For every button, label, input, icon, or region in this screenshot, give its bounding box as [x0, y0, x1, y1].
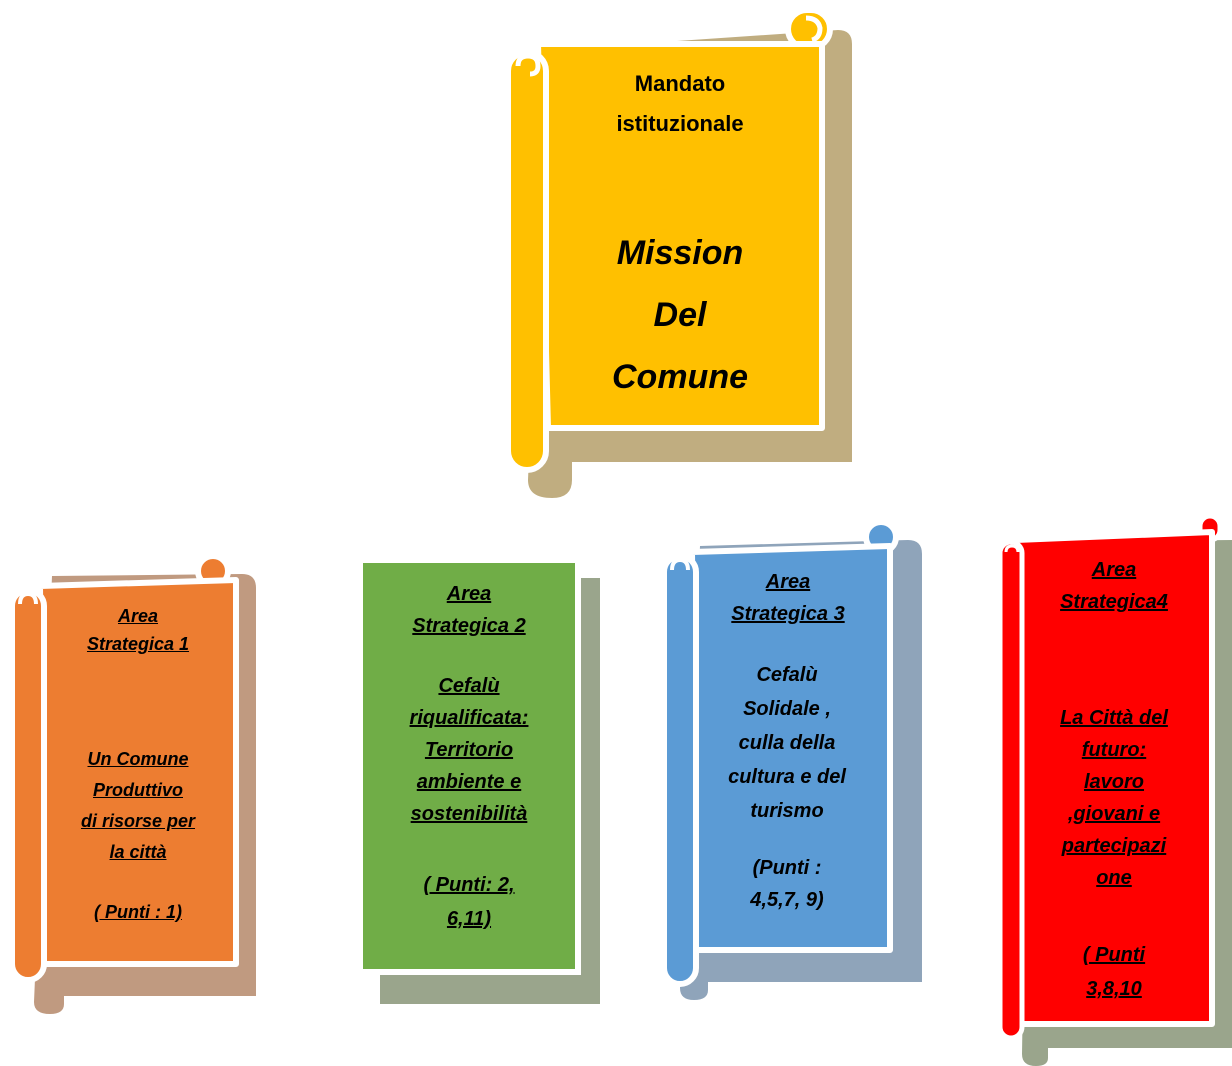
area-1-scroll [9, 553, 256, 1014]
area-2-points-line1: ( Punti: 2, [423, 874, 515, 896]
area-4-body-line1: La Città del [1060, 707, 1168, 729]
area-3-points-line2: 4,5,7, 9) [750, 889, 824, 911]
area-2-scroll-body [357, 557, 581, 975]
mission-heading-line2: istituzionale [616, 111, 744, 136]
mission-scroll-curl-right [805, 15, 823, 43]
area-2-scroll [357, 557, 600, 1004]
area-4-scroll-left-roll [997, 539, 1025, 1041]
area-4-title-line1: Area [1091, 559, 1137, 581]
area-1-points-line: ( Punti : 1) [94, 902, 182, 922]
area-1-body-line2: Produttivo [93, 780, 183, 800]
mission-scroll-left-roll [505, 49, 549, 473]
area-1-body-line4: la città [109, 842, 167, 862]
area-4-points-line2: 3,8,10 [1086, 978, 1142, 1000]
area-1-points: ( Punti : 1) [48, 898, 228, 926]
area-4-scroll-curl [1004, 544, 1020, 553]
mission-title: Mission Del Comune [560, 222, 800, 408]
mission-title-line1: Mission [616, 234, 744, 272]
area-4-points-line1: ( Punti [1082, 944, 1146, 966]
area-3-body: Cefalù Solidale , culla della cultura e … [694, 658, 880, 828]
area-4-body: La Città del futuro: lavoro ,giovani e p… [1024, 702, 1204, 894]
area-2-points-line2: 6,11) [446, 908, 492, 930]
area-4-body-line4: ,giovani e [1067, 803, 1161, 825]
area-3-body-line4: cultura e del [728, 766, 846, 788]
area-4-body-line3: lavoro [1083, 771, 1145, 793]
area-2-body: Cefalù riqualificata: Territorio ambient… [368, 670, 570, 830]
area-4-title: Area Strategica4 [1024, 554, 1204, 618]
area-2-body-line1: Cefalù [438, 675, 500, 697]
area-3-title-line2: Strategica 3 [731, 603, 845, 625]
area-3-body-line5: turismo [750, 800, 824, 822]
area-1-scroll-curl [18, 591, 38, 605]
area-3-body-line2: Solidale , [743, 698, 831, 720]
mission-heading: Mandato istituzionale [560, 64, 800, 144]
mission-title-line3: Comune [612, 358, 748, 396]
area-2-title-line1: Area [446, 583, 492, 605]
area-3-scroll-left-roll [661, 553, 699, 987]
area-1-title-line2: Strategica 1 [86, 634, 190, 654]
area-3-scroll [661, 519, 922, 1000]
mission-scroll [505, 7, 852, 498]
area-4-body-line5: partecipazi [1061, 835, 1167, 857]
area-1-title: Area Strategica 1 [48, 602, 228, 658]
area-1-body: Un Comune Produttivo di risorse per la c… [48, 744, 228, 868]
area-4-body-line6: one [1096, 867, 1132, 889]
area-2-body-line3: Territorio [424, 739, 514, 761]
area-1-title-line1: Area [117, 606, 159, 626]
area-2-title: Area Strategica 2 [368, 578, 570, 642]
mission-heading-line1: Mandato [634, 71, 726, 96]
mission-title-line2: Del [653, 296, 707, 334]
area-4-scroll [997, 513, 1232, 1066]
mission-scroll-curl-left [515, 53, 541, 77]
area-3-body-line1: Cefalù [756, 664, 818, 686]
area-1-scroll-left-roll [9, 587, 47, 983]
area-2-title-line2: Strategica 2 [412, 615, 526, 637]
area-2-points: ( Punti: 2, 6,11) [368, 868, 570, 936]
area-4-title-line2: Strategica4 [1060, 591, 1168, 613]
area-3-points: (Punti : 4,5,7, 9) [694, 852, 880, 916]
area-3-body-line3: culla della [738, 732, 836, 754]
area-1-body-line3: di risorse per [80, 811, 196, 831]
area-3-points-line1: (Punti : [752, 857, 822, 879]
area-3-scroll-curl [670, 557, 690, 571]
area-3-title-line1: Area [765, 571, 811, 593]
area-2-body-line5: sostenibilità [410, 803, 528, 825]
area-1-body-line1: Un Comune [87, 749, 189, 769]
area-2-body-line4: ambiente e [416, 771, 522, 793]
area-4-body-line2: futuro: [1081, 739, 1147, 761]
area-3-title: Area Strategica 3 [700, 566, 876, 630]
area-2-body-line2: riqualificata: [409, 707, 529, 729]
area-4-points: ( Punti 3,8,10 [1024, 938, 1204, 1006]
